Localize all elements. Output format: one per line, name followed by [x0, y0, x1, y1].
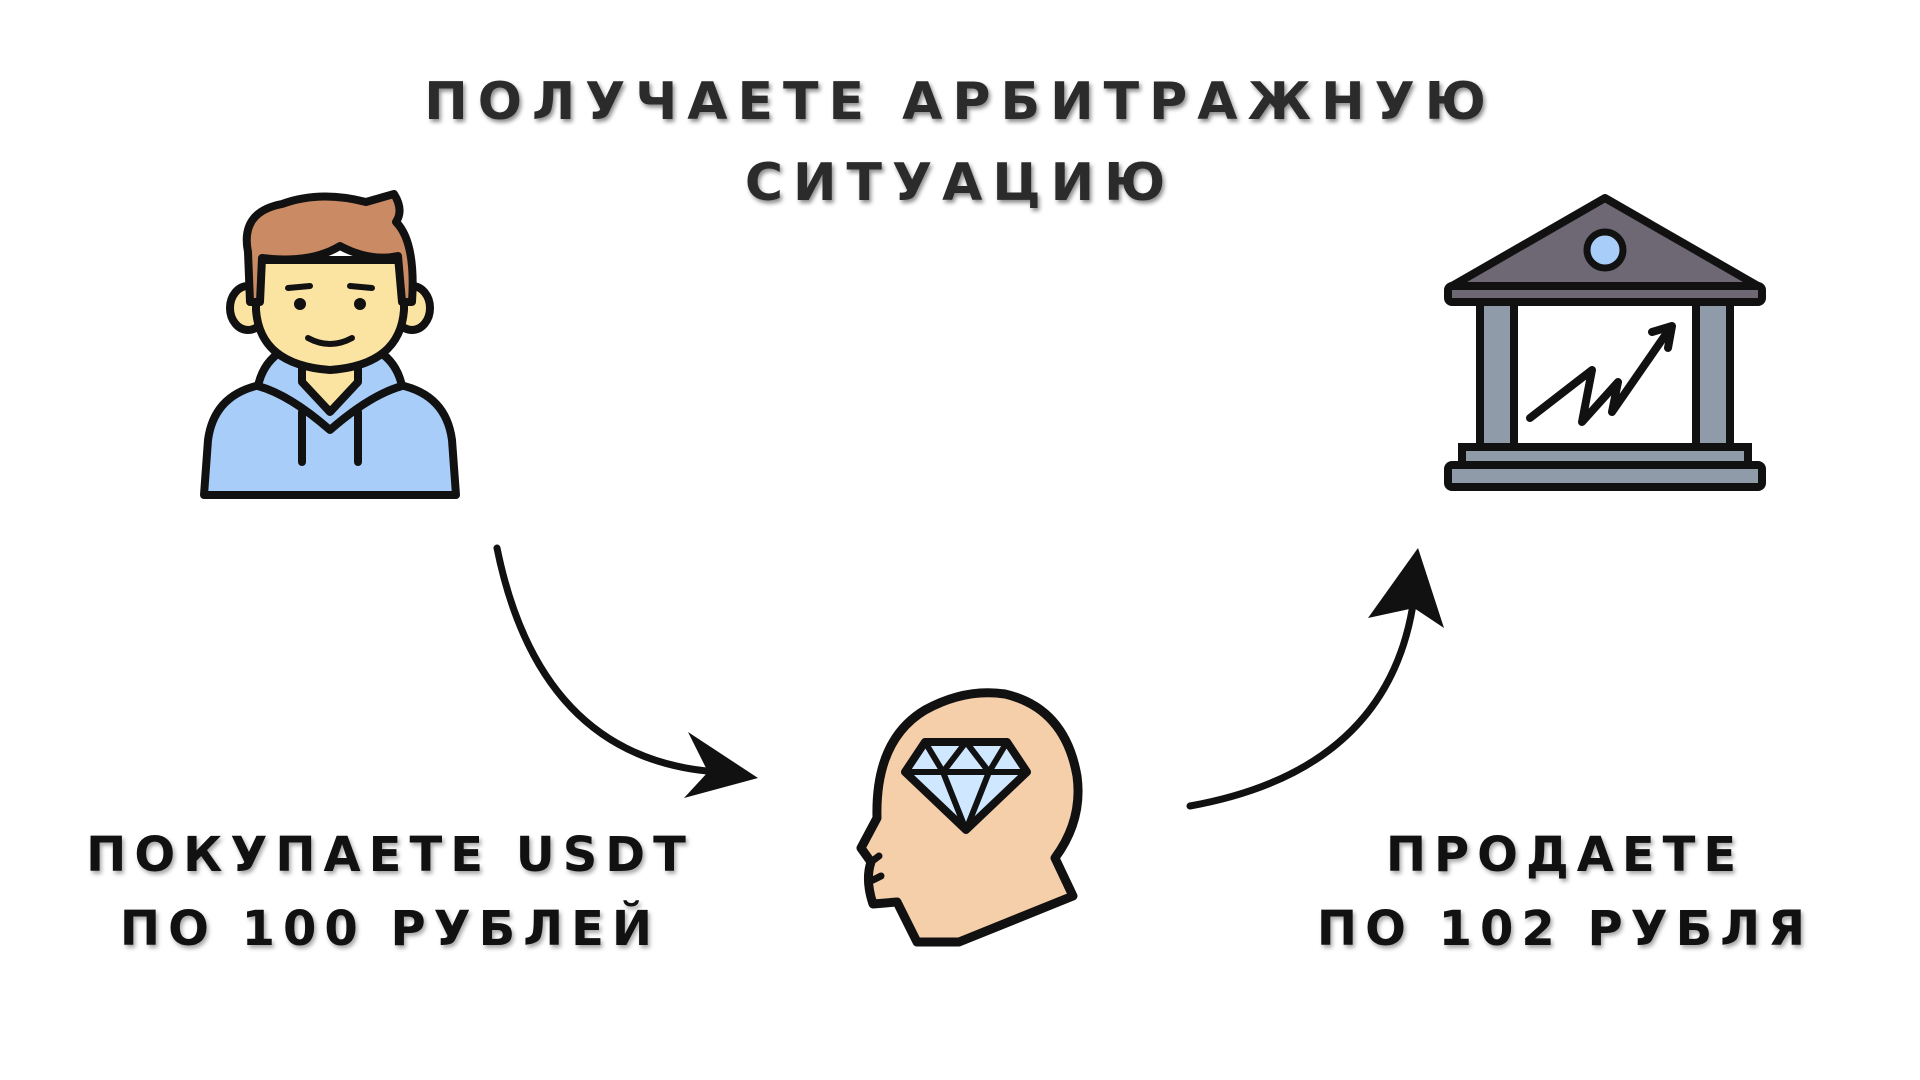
- head-diamond-icon: [856, 688, 1083, 947]
- step-sell-label: продаете по 102 рубля: [1240, 818, 1890, 967]
- step-sell-line-1: продаете: [1385, 827, 1745, 883]
- arrow-mind-to-bank: [1186, 548, 1444, 810]
- step-buy-label: покупаете USDT по 100 рублей: [30, 818, 750, 967]
- arrow-person-to-mind: [493, 544, 758, 798]
- step-buy-line-1: покупаете USDT: [86, 827, 694, 883]
- person-hoodie-icon: [200, 190, 460, 499]
- bank-growth-icon: [1444, 194, 1766, 491]
- diagram-title: получаете арбитражную ситуацию: [260, 62, 1660, 223]
- title-line-2: ситуацию: [744, 152, 1176, 213]
- title-line-1: получаете арбитражную: [424, 72, 1496, 132]
- step-sell-line-2: по 102 рубля: [1316, 901, 1814, 958]
- step-buy-line-2: по 100 рублей: [119, 901, 661, 958]
